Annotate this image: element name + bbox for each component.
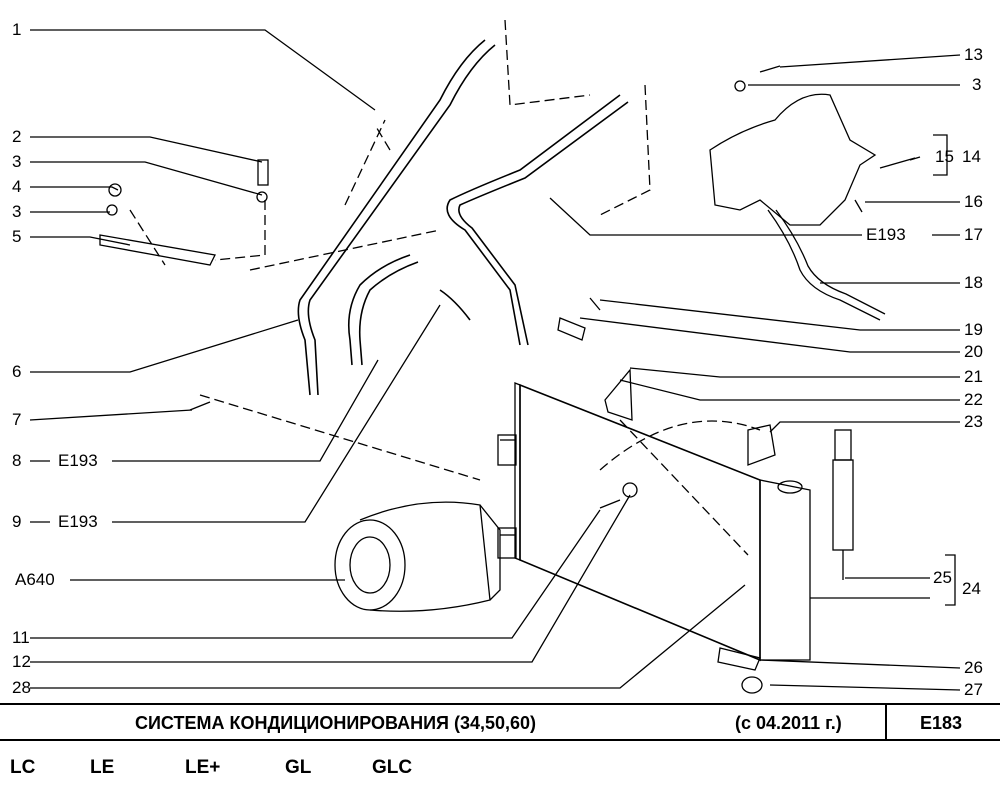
callout-12: 12 <box>12 652 31 671</box>
callout-24: 24 <box>962 579 981 598</box>
callout-28: 28 <box>12 678 31 697</box>
trim-level-glc: GLC <box>372 757 413 778</box>
title-separator <box>885 705 887 739</box>
callout-2: 2 <box>12 127 22 146</box>
trim-level-le: LE <box>90 757 115 778</box>
dashed-guides <box>129 19 761 556</box>
callout-26: 26 <box>964 658 983 677</box>
callout-7: 7 <box>12 410 22 429</box>
callout-23: 23 <box>964 412 983 431</box>
callout-16: 16 <box>964 192 983 211</box>
drier-cartridge <box>832 429 854 580</box>
compressor-body <box>334 501 501 612</box>
callout-a640: A640 <box>15 570 55 589</box>
ref-e193-17: E193 <box>866 225 906 244</box>
callout-1: 1 <box>12 20 22 39</box>
trim-level-lc: LC <box>10 757 36 778</box>
title-bar: СИСТЕМА КОНДИЦИОНИРОВАНИЯ (34,50,60) (с … <box>0 703 1000 741</box>
callout-3: 3 <box>972 75 982 94</box>
callout-25: 25 <box>933 568 952 587</box>
callout-4: 4 <box>12 177 22 196</box>
callout-21: 21 <box>964 367 983 386</box>
diagram-date: (с 04.2011 г.) <box>735 713 842 733</box>
callout-3: 3 <box>12 202 22 221</box>
callout-27: 27 <box>964 680 983 699</box>
callout-6: 6 <box>12 362 22 381</box>
callout-22: 22 <box>964 390 983 409</box>
callout-13: 13 <box>964 45 983 64</box>
callout-14: 14 <box>962 147 981 166</box>
ac-pipes <box>297 39 629 396</box>
callout-15: 15 <box>935 147 954 166</box>
fasteners <box>99 65 916 694</box>
callout-18: 18 <box>964 273 983 292</box>
leader-lines-right <box>549 54 961 691</box>
diagram-code: E183 <box>920 713 963 733</box>
leader-lines-left <box>29 29 746 689</box>
callout-17: 17 <box>964 225 983 244</box>
diagram-title: СИСТЕМА КОНДИЦИОНИРОВАНИЯ (34,50,60) <box>135 713 537 733</box>
callout-11: 11 <box>12 628 30 647</box>
callout-19: 19 <box>964 320 983 339</box>
callout-20: 20 <box>964 342 983 361</box>
callout-9: 9 <box>12 512 22 531</box>
condenser-body <box>497 382 811 662</box>
callout-5: 5 <box>12 227 22 246</box>
ref-e193-8: E193 <box>58 451 98 470</box>
trim-level-gl: GL <box>285 757 312 778</box>
blower-housing <box>709 93 886 321</box>
trim-level-le-plus: LE+ <box>185 757 221 778</box>
ref-e193-9: E193 <box>58 512 98 531</box>
callout-8: 8 <box>12 451 22 470</box>
callout-3: 3 <box>12 152 22 171</box>
